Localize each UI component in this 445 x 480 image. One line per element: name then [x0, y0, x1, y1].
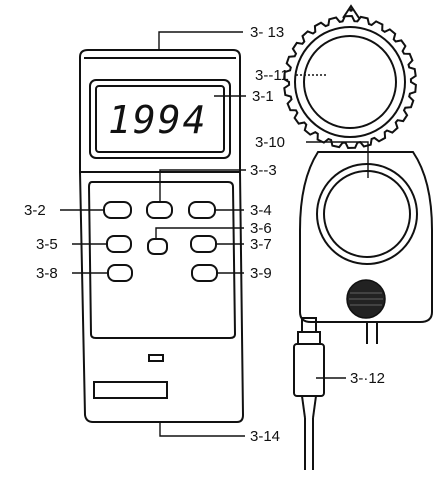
meter-body	[79, 49, 245, 423]
light-sensor	[299, 151, 433, 344]
label-3-3: 3--3	[250, 162, 277, 179]
sensor-cap	[283, 4, 417, 150]
button-3-5[interactable]	[106, 235, 132, 253]
button-3-9[interactable]	[191, 264, 218, 282]
label-3-8: 3-8	[36, 265, 58, 282]
lcd-reading: 1994	[108, 98, 208, 142]
indicator-slot	[148, 354, 164, 362]
button-3-8[interactable]	[107, 264, 133, 282]
button-3-6[interactable]	[147, 238, 168, 255]
button-3-2[interactable]	[103, 201, 132, 219]
label-3-9: 3-9	[250, 265, 272, 282]
label-3-7: 3-7	[250, 236, 272, 253]
connector-plug	[293, 317, 325, 470]
label-3-1: 3-1	[252, 88, 274, 105]
button-3-7[interactable]	[190, 235, 217, 253]
label-3-11: 3--11	[255, 67, 289, 84]
button-3-3[interactable]	[146, 201, 173, 219]
label-3-4: 3-4	[250, 202, 272, 219]
callout-labels: 3- 13 3--11 3-1 3-10 3--3 3-2 3-4 3-6 3-…	[24, 24, 385, 445]
label-3-14: 3-14	[250, 428, 280, 445]
leader-lines	[60, 31, 369, 437]
keypad-panel	[87, 181, 237, 339]
lcd-display: 1994	[89, 79, 231, 159]
label-3-5: 3-5	[36, 236, 58, 253]
label-plate	[93, 381, 168, 399]
label-3-10: 3-10	[255, 134, 285, 151]
label-3-13: 3- 13	[250, 24, 284, 41]
label-3-12: 3-·12	[350, 370, 385, 387]
button-3-4[interactable]	[188, 201, 216, 219]
buttons	[103, 201, 218, 282]
label-3-6: 3-6	[250, 220, 272, 237]
label-3-2: 3-2	[24, 202, 46, 219]
